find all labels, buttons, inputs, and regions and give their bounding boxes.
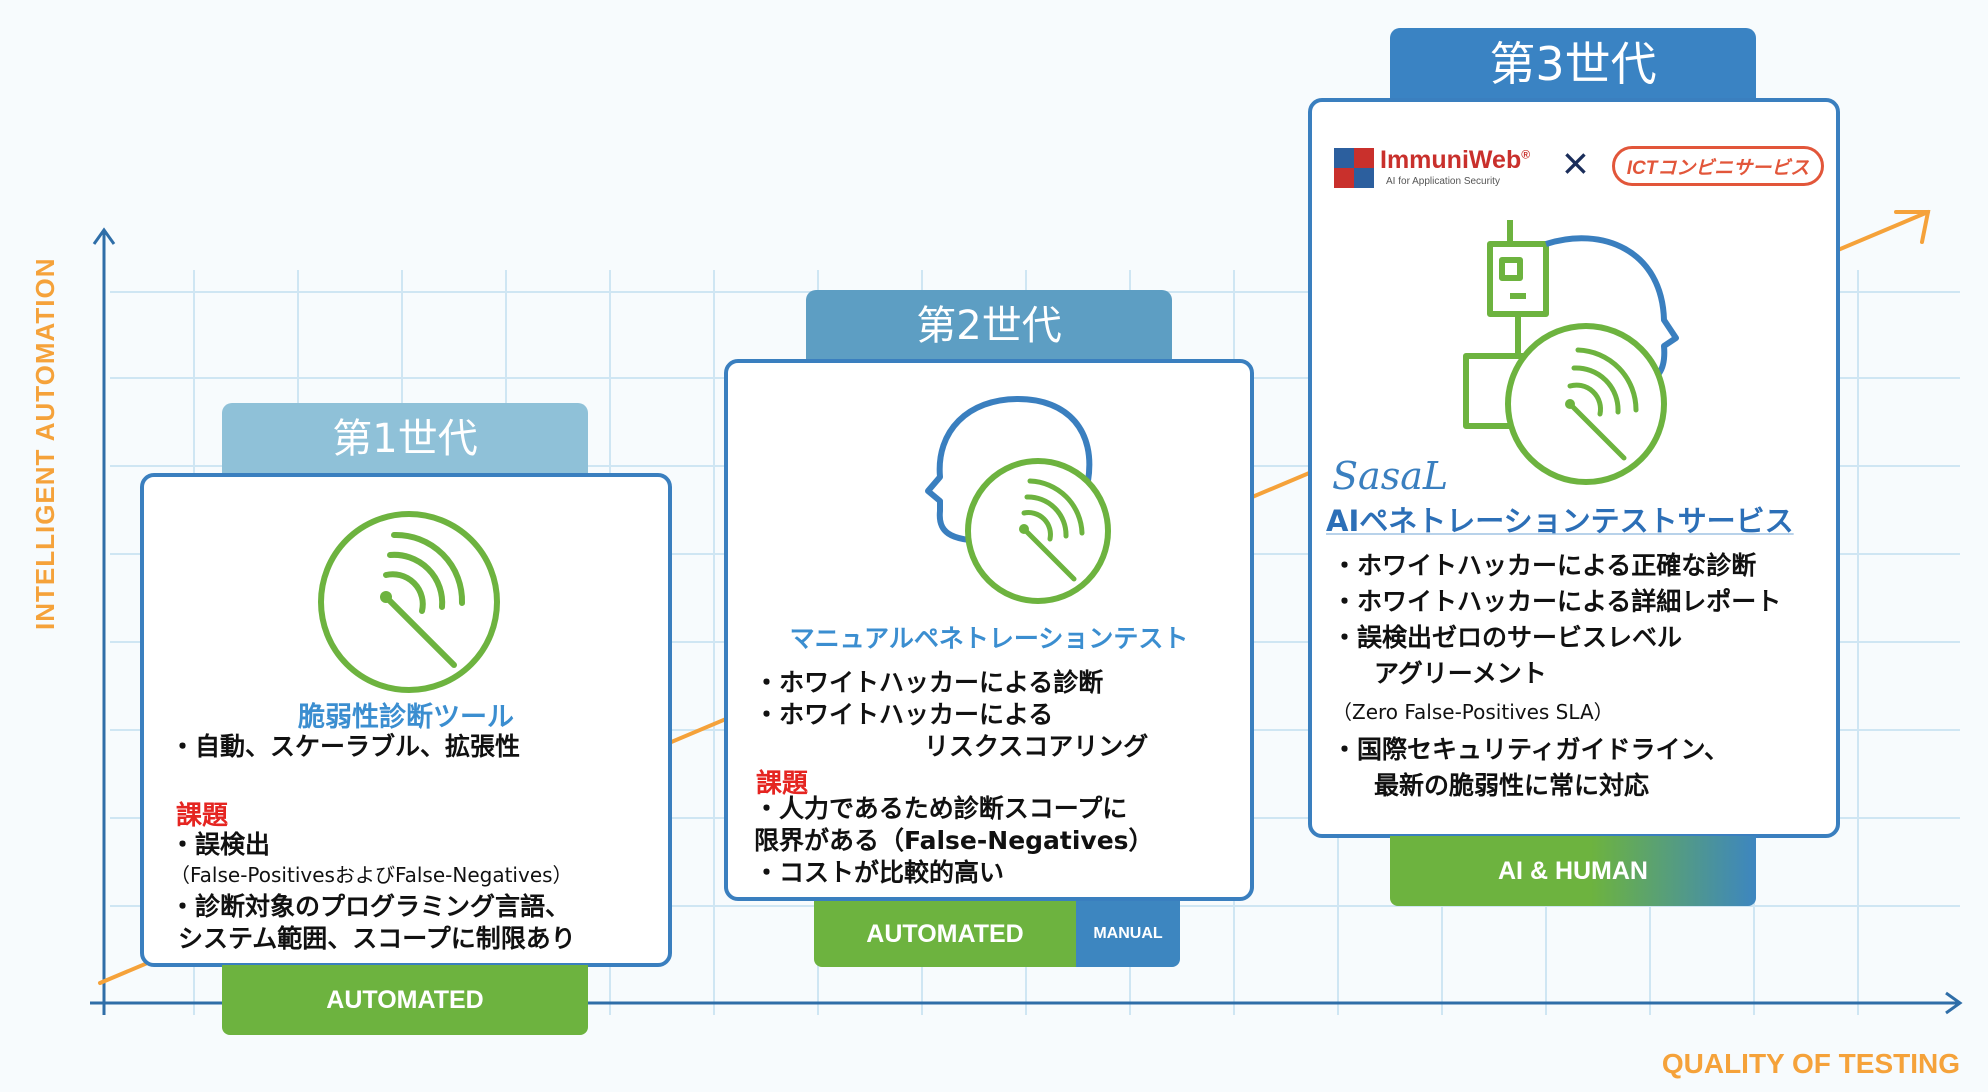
gen2-tab: 第2世代 xyxy=(806,290,1172,362)
gen2-feature: ・ホワイトハッカーによる xyxy=(754,700,1054,729)
gen3-title: AIペネトレーションテストサービス xyxy=(1326,504,1794,538)
gen3-feature: 最新の脆弱性に常に対応 xyxy=(1374,771,1650,800)
ict-logo-badge: ICTコンビニサービス xyxy=(1612,146,1824,186)
gen2-issue-line: ・人力であるため診断スコープに xyxy=(754,794,1128,823)
gen1-issue-line: ・誤検出 xyxy=(170,830,271,859)
gen1-feature: ・自動、スケーラブル、拡張性 xyxy=(170,732,521,761)
gen3-feature: ・ホワイトハッカーによる詳細レポート xyxy=(1332,587,1782,616)
gen2-card: マニュアルペネトレーションテスト ・ホワイトハッカーによる診断 ・ホワイトハッカ… xyxy=(724,359,1254,901)
gen1-title: 脆弱性診断ツール xyxy=(298,702,514,733)
gen1-card: 脆弱性診断ツール ・自動、スケーラブル、拡張性 課題 ・誤検出 （False-P… xyxy=(140,473,672,967)
gen2-feature: ・ホワイトハッカーによる診断 xyxy=(754,668,1104,697)
gen3-tab: 第3世代 xyxy=(1390,28,1756,100)
sasal-brand: SasaL xyxy=(1332,454,1449,498)
gen3-card: ImmuniWeb® AI for Application Security ×… xyxy=(1308,98,1840,838)
robot-head-radar-icon xyxy=(1463,220,1679,485)
gen2-footer-automated: AUTOMATED xyxy=(814,901,1076,967)
gen3-feature: ・ホワイトハッカーによる正確な診断 xyxy=(1332,551,1757,580)
y-axis-label: INTELLIGENT AUTOMATION xyxy=(30,257,60,631)
gen1-issue-line: （False-PositivesおよびFalse-Negatives） xyxy=(170,863,573,887)
gen3-footer-ai-human: AI & HUMAN xyxy=(1390,836,1756,906)
gen3-feature: アグリーメント xyxy=(1374,659,1547,688)
gen2-issue-label: 課題 xyxy=(756,769,809,799)
gen1-tab: 第1世代 xyxy=(222,403,588,475)
gen3-feature: ・誤検出ゼロのサービスレベル xyxy=(1332,623,1683,652)
gen2-footer-manual: MANUAL xyxy=(1076,901,1180,967)
gen2-feature: リスクスコアリング xyxy=(924,732,1149,761)
immuniweb-logo-icon xyxy=(1334,148,1374,188)
immuniweb-registered-mark: ® xyxy=(1521,147,1531,162)
gen1-issue-line: システム範囲、スコープに制限あり xyxy=(178,924,576,953)
gen1-footer-automated: AUTOMATED xyxy=(222,965,588,1035)
cross-icon: × xyxy=(1562,137,1589,189)
x-axis-label: QUALITY OF TESTING xyxy=(1661,1048,1960,1079)
head-radar-icon xyxy=(925,396,1111,604)
gen1-issue-line: ・診断対象のプログラミング言語、 xyxy=(170,892,571,921)
immuniweb-logo-text: ImmuniWeb® xyxy=(1380,146,1530,175)
gen1-issue-label: 課題 xyxy=(176,801,229,831)
gen3-feature: ・国際セキュリティガイドライン、 xyxy=(1332,735,1730,764)
ict-logo-text: ICTコンビニサービス xyxy=(1626,158,1810,179)
immuniweb-name: ImmuniWeb xyxy=(1380,146,1522,174)
gen2-issue-line: 限界がある（False-Negatives） xyxy=(754,826,1154,855)
radar-icon xyxy=(318,511,500,693)
gen2-title: マニュアルペネトレーションテスト xyxy=(789,624,1189,653)
immuniweb-tagline: AI for Application Security xyxy=(1386,176,1500,187)
gen3-sla-note: （Zero False-Positives SLA） xyxy=(1332,700,1614,724)
gen2-issue-line: ・コストが比較的高い xyxy=(754,858,1005,887)
